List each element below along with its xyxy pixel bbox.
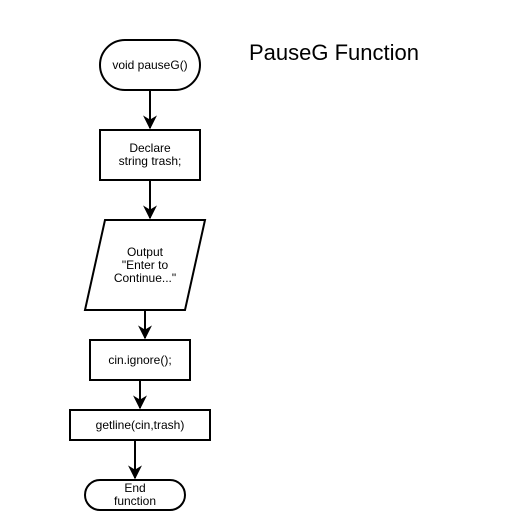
declare-node-line: string trash; [118, 154, 182, 168]
end-node-line: End [124, 481, 146, 495]
start-node-label: void pauseG() [100, 40, 200, 90]
output-node-line: Continue..." [113, 270, 177, 285]
end-terminator-shape[interactable] [84, 479, 186, 511]
output-node-label: Output "Enter to Continue..." [95, 220, 195, 310]
end-node-line: function [113, 494, 157, 508]
diagram-title: PauseG Function [249, 40, 419, 65]
declare-process-shape[interactable] [99, 129, 201, 181]
end-node-label: End function [85, 480, 185, 510]
getline-node-label: getline(cin,trash) [70, 410, 210, 440]
output-node-line: "Enter to [121, 257, 169, 272]
getline-node-line: getline(cin,trash) [95, 417, 185, 432]
output-io-shape[interactable] [83, 219, 207, 311]
ignore-process-shape[interactable] [89, 339, 191, 381]
declare-node-label: Declare string trash; [100, 130, 200, 180]
start-terminator-shape[interactable] [99, 39, 201, 91]
declare-node-line: Declare [129, 141, 171, 155]
output-node-line: Output [126, 244, 163, 259]
ignore-node-line: cin.ignore(); [108, 352, 172, 367]
getline-process-shape[interactable] [69, 409, 211, 441]
ignore-node-label: cin.ignore(); [90, 340, 190, 380]
start-node-line: void pauseG() [112, 57, 188, 72]
